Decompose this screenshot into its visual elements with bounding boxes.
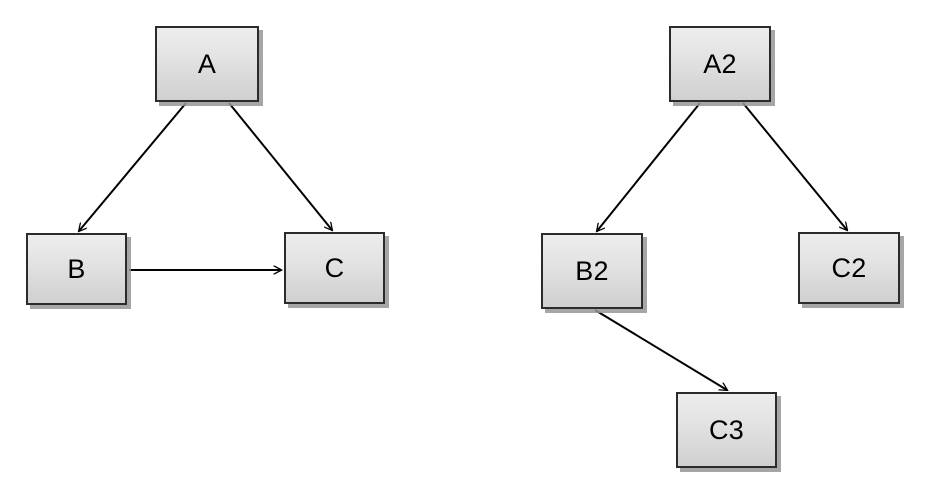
edge-a-c[interactable] — [228, 102, 332, 230]
node-c[interactable]: C — [284, 232, 385, 304]
node-label-c: C — [324, 252, 345, 283]
node-b2[interactable]: B2 — [541, 233, 643, 309]
node-label-b2: B2 — [575, 255, 609, 286]
node-label-a2: A2 — [703, 48, 737, 79]
node-label-b: B — [67, 253, 86, 284]
node-b[interactable]: B — [26, 233, 127, 305]
edge-a-b[interactable] — [79, 102, 187, 231]
edge-a2-b2[interactable] — [597, 102, 701, 231]
edge-a2-c2[interactable] — [742, 102, 847, 230]
node-label-a: A — [197, 48, 217, 79]
edge-b2-c3[interactable] — [594, 309, 727, 390]
node-c2[interactable]: C2 — [798, 232, 900, 304]
node-a[interactable]: A — [155, 26, 259, 102]
node-label-c2: C2 — [831, 252, 867, 283]
node-a2[interactable]: A2 — [669, 26, 771, 102]
node-c3[interactable]: C3 — [676, 392, 777, 468]
edge-group — [79, 102, 847, 390]
node-label-c3: C3 — [709, 414, 744, 445]
